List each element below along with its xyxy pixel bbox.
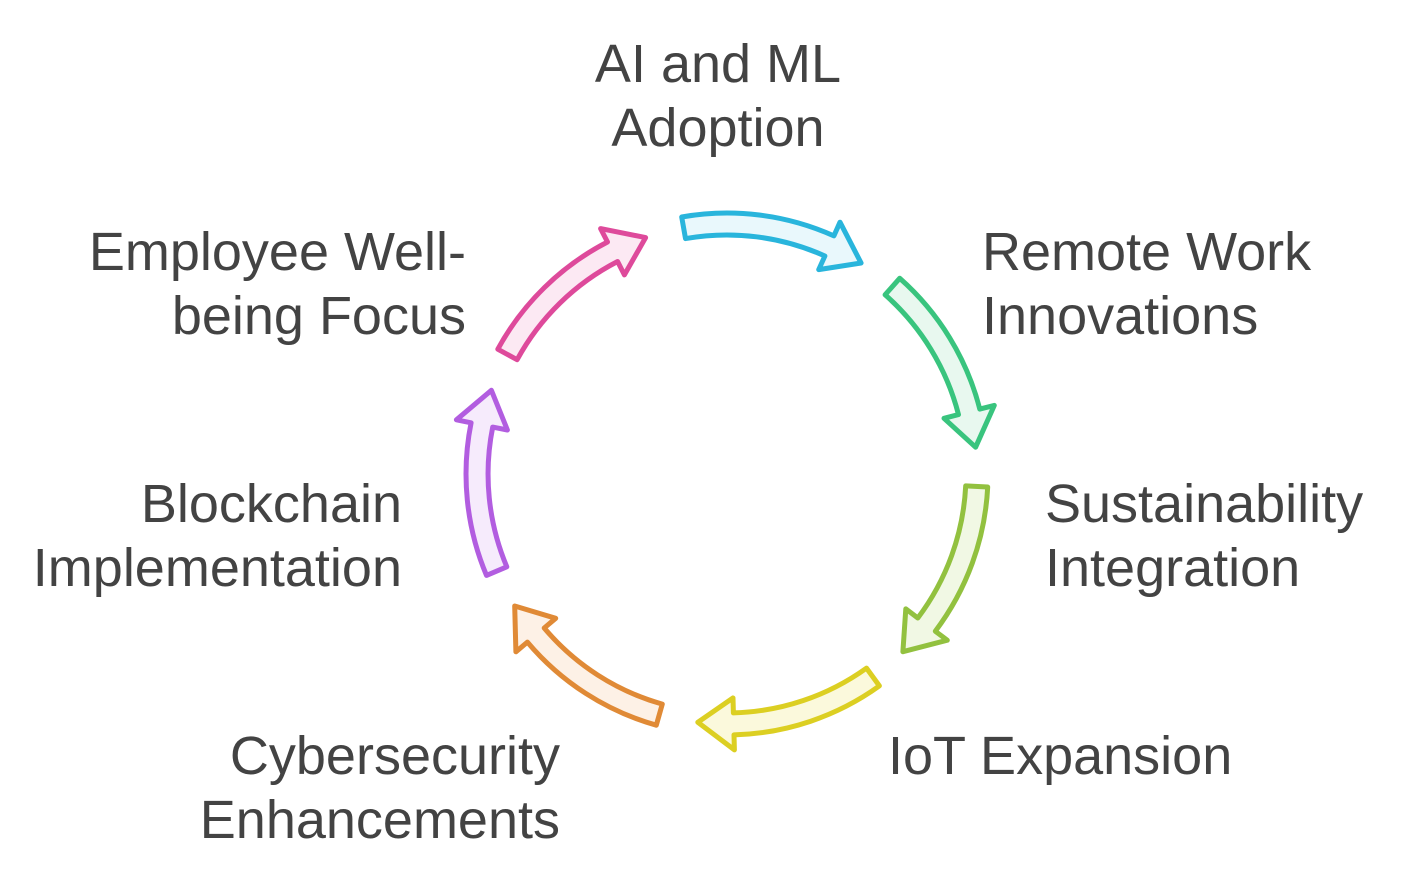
label-cybersecurity-line1: Cybersecurity (229, 726, 560, 786)
label-sustainability: Sustainability Integration (1045, 472, 1363, 600)
label-blockchain-line2: Implementation (32, 538, 402, 598)
arrow-remote-work (882, 275, 997, 450)
label-blockchain: Blockchain Implementation (0, 472, 402, 600)
arrow-cybersecurity (512, 603, 665, 728)
arrow-ai-ml (679, 210, 864, 273)
label-wellbeing: Employee Well- being Focus (60, 220, 466, 348)
label-remote-work: Remote Work Innovations (982, 220, 1311, 348)
label-wellbeing-line1: Employee Well- (88, 222, 466, 282)
label-remote-work-line2: Innovations (982, 286, 1259, 346)
label-cybersecurity-line2: Enhancements (199, 790, 560, 850)
arrow-blockchain (453, 387, 510, 578)
label-iot-line1: IoT Expansion (888, 726, 1233, 786)
label-sustainability-line1: Sustainability (1045, 474, 1364, 534)
label-remote-work-line1: Remote Work (982, 222, 1312, 282)
label-ai-ml-line1: AI and ML (594, 34, 842, 94)
label-wellbeing-line2: being Focus (171, 286, 466, 346)
label-sustainability-line2: Integration (1045, 538, 1301, 598)
label-ai-ml-line2: Adoption (611, 98, 825, 158)
arrow-sustainability (900, 483, 991, 655)
arrow-wellbeing (495, 226, 649, 363)
label-ai-ml: AI and ML Adoption (560, 32, 876, 160)
arrow-iot (695, 665, 882, 753)
label-iot: IoT Expansion (888, 724, 1232, 788)
label-blockchain-line1: Blockchain (140, 474, 402, 534)
label-cybersecurity: Cybersecurity Enhancements (160, 724, 560, 852)
